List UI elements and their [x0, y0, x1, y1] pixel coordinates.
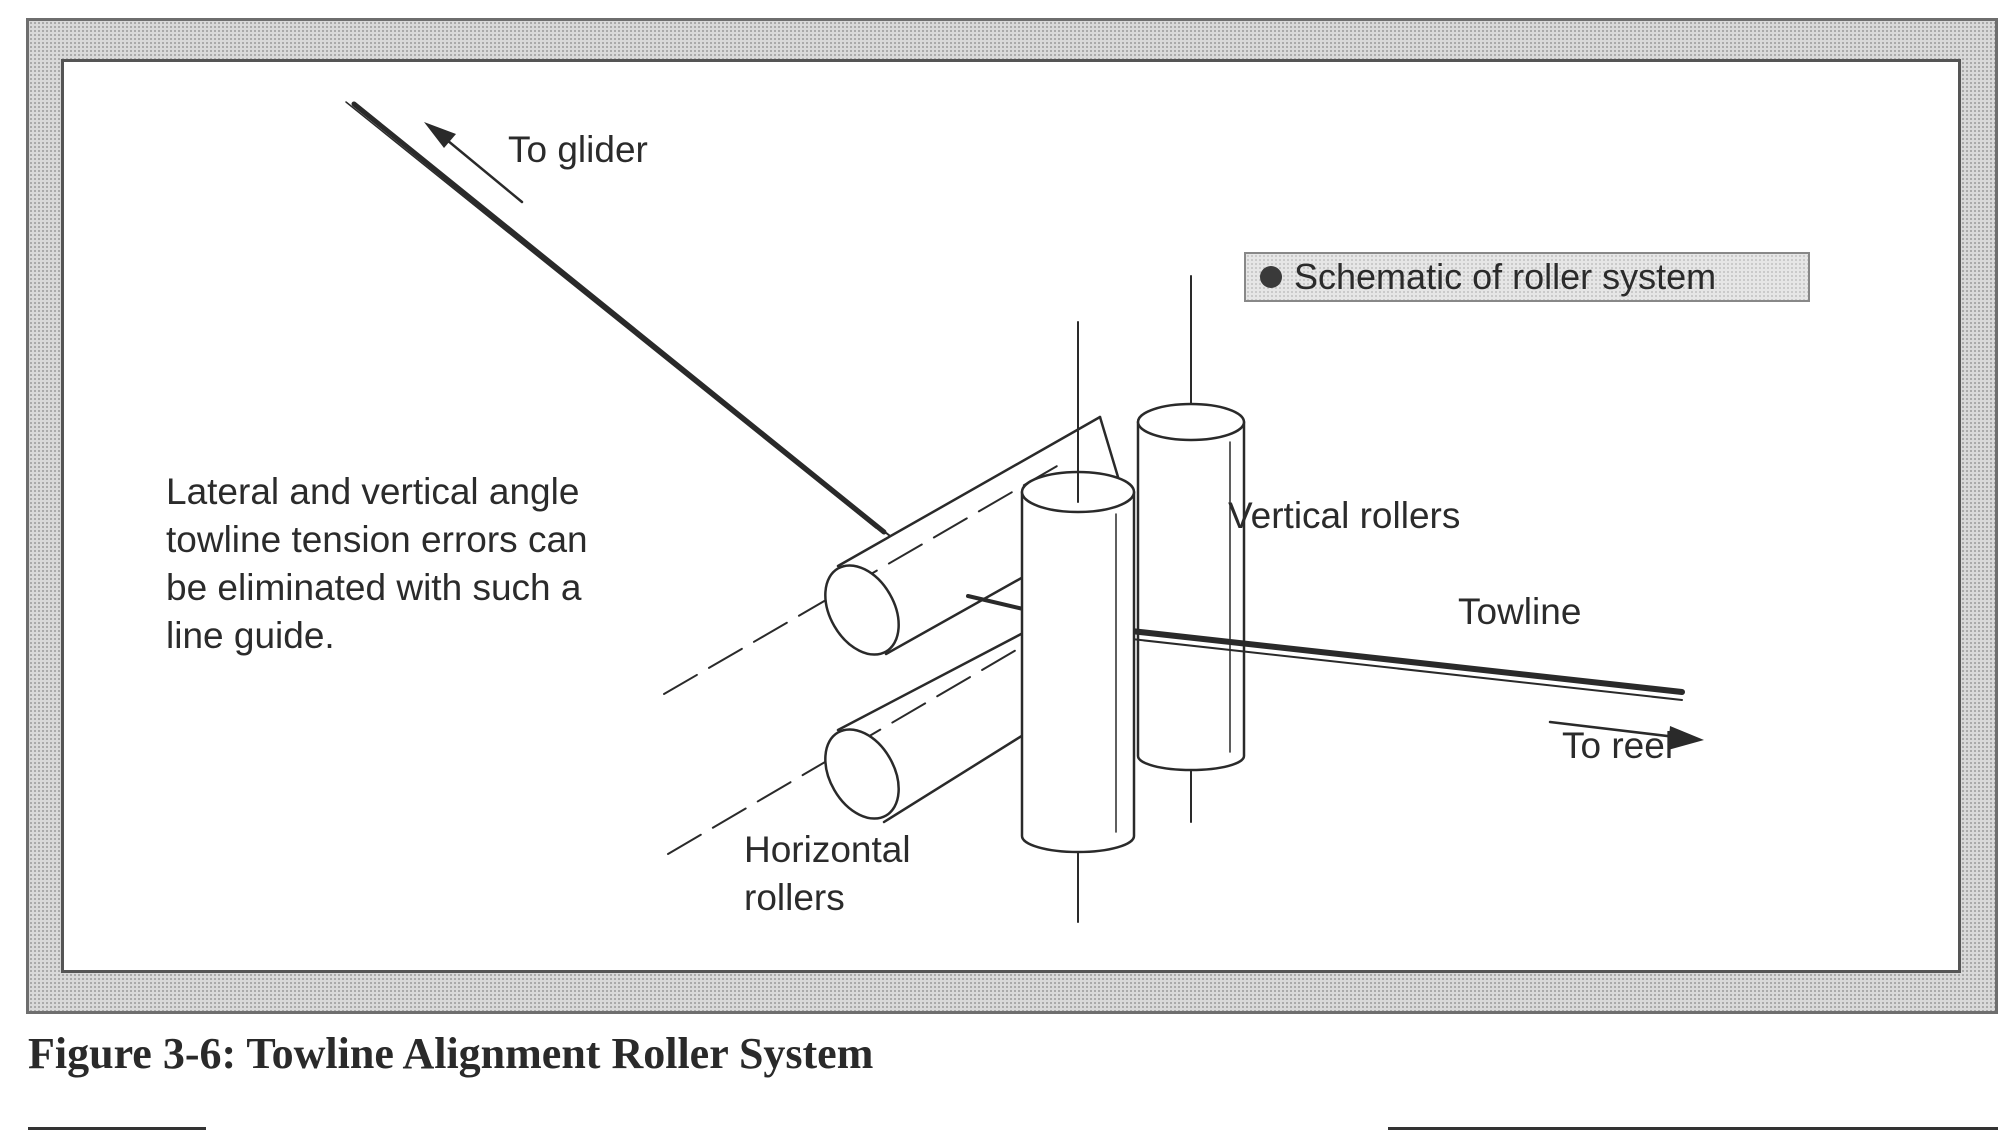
- diagram-panel: Schematic of roller system To glider Ver…: [61, 59, 1961, 973]
- description-line: Lateral and vertical angle: [166, 471, 580, 512]
- roller-system-drawing: [345, 101, 1704, 923]
- description-line: towline tension errors can: [166, 519, 588, 560]
- legend-box: Schematic of roller system: [1244, 252, 1810, 302]
- label-horizontal-rollers-2: rollers: [744, 877, 845, 918]
- description-line: be eliminated with such a: [166, 567, 582, 608]
- bullet-icon: [1260, 266, 1282, 288]
- label-to-glider: To glider: [508, 129, 648, 170]
- label-horizontal-rollers-1: Horizontal: [744, 829, 911, 870]
- figure-frame: Schematic of roller system To glider Ver…: [26, 18, 1998, 1014]
- front-vertical-roller: [1020, 461, 1136, 854]
- lower-horizontal-roller: [824, 620, 1046, 824]
- legend-text: Schematic of roller system: [1294, 256, 1717, 297]
- label-towline: Towline: [1458, 591, 1582, 632]
- to-reel-arrow: [1548, 720, 1704, 750]
- label-vertical-rollers: Vertical rollers: [1228, 495, 1461, 536]
- figure-caption: Figure 3-6: Towline Alignment Roller Sys…: [28, 1029, 874, 1078]
- footer-rule-right: [1388, 1127, 1998, 1130]
- to-glider-arrow: [424, 122, 524, 204]
- rear-vertical-roller: [1136, 402, 1246, 772]
- footer-rule-left: [28, 1127, 206, 1130]
- label-to-reel: To reel: [1562, 725, 1674, 766]
- upper-horizontal-roller: [824, 415, 1132, 656]
- description-line: line guide.: [166, 615, 335, 656]
- towline-to-glider: [345, 101, 891, 537]
